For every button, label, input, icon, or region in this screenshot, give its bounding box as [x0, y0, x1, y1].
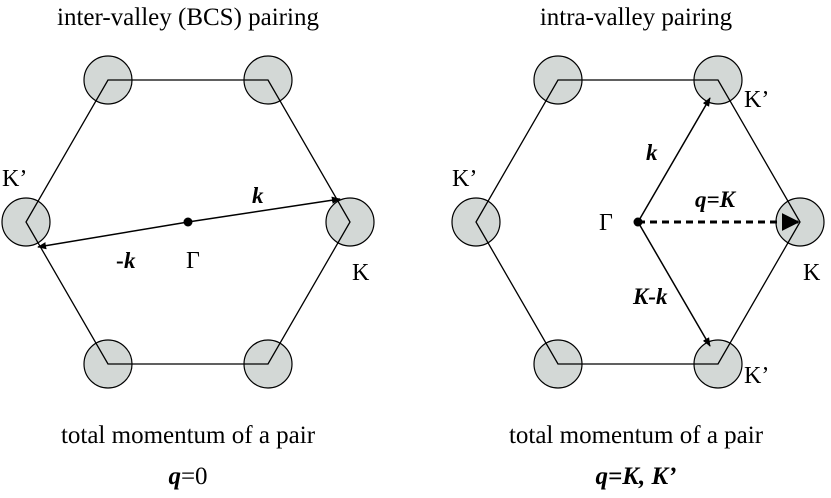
left-valley-circles	[1, 55, 375, 389]
left-panel: inter-valley (BCS) pairing K’ K Γ k - k …	[1, 4, 375, 490]
k-prime-label: K’	[2, 166, 27, 192]
gamma-label: Γ	[186, 248, 200, 274]
K-minus-k-label: K-k	[632, 284, 668, 309]
right-panel: intra-valley pairing K’ K’ K’ K Γ k q=K …	[451, 4, 825, 490]
gamma-label: Γ	[599, 210, 613, 236]
q-eq-K-label: q=K	[695, 187, 737, 212]
gamma-point-dot	[633, 217, 643, 227]
vector-k-label: k	[252, 183, 264, 208]
right-panel-title: intra-valley pairing	[540, 4, 733, 31]
right-momentum: q=K, K’	[596, 463, 677, 490]
right-caption: total momentum of a pair	[509, 422, 764, 449]
left-caption: total momentum of a pair	[61, 422, 316, 449]
vector-minus-k-arrow	[37, 221, 189, 250]
right-brillouin-hexagon	[475, 79, 801, 365]
left-momentum: q=0	[168, 463, 207, 490]
left-brillouin-hexagon	[25, 79, 351, 365]
k-point-label: K	[352, 260, 370, 286]
k-prime-left-label: K’	[452, 166, 477, 192]
momentum-q-symbol: q	[168, 463, 181, 490]
k-point-label: K	[803, 260, 821, 286]
left-panel-title: inter-valley (BCS) pairing	[57, 4, 319, 31]
vector-K-minus-k-arrow	[637, 221, 711, 347]
minus-sign-label: -	[116, 248, 124, 273]
right-valley-circles	[451, 55, 825, 389]
vector-k-arrow-right	[637, 97, 711, 223]
k-prime-top-label: K’	[744, 87, 769, 113]
vector-k-arrow	[187, 196, 341, 223]
k-prime-bottom-label: K’	[744, 363, 769, 389]
momentum-zero: =0	[181, 463, 208, 490]
gamma-point-dot	[183, 217, 193, 227]
vector-minus-k-label: k	[124, 248, 136, 273]
vector-k-label: k	[646, 140, 658, 165]
